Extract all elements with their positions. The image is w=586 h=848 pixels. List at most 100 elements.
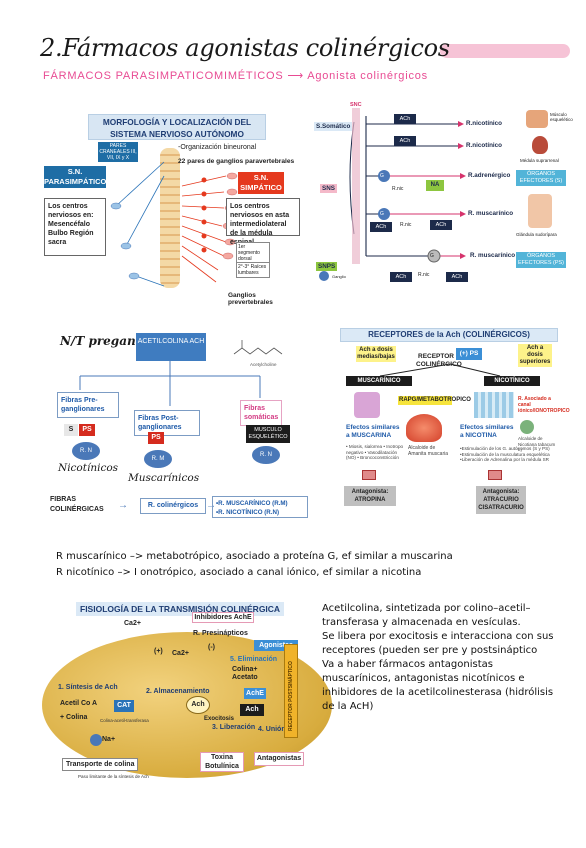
low-dose-label: Ach a dosis medias/bajas — [356, 346, 396, 362]
rnic-label-1: R.nic — [392, 186, 404, 192]
desc-line-5: Va a haber fármacos antagonistas — [322, 659, 493, 670]
receptor-arrows — [379, 363, 501, 377]
nt-tree-lines — [79, 360, 261, 406]
na-tag: NA — [426, 180, 444, 191]
rate-limiting-label: Paso limitante de la síntesis de Ach — [78, 774, 149, 779]
prevertebral-ganglia-label: Ganglios prevertebrales — [228, 292, 273, 306]
minus-sign: (-) — [208, 644, 215, 651]
step-4-binding: 4. Unión R — [258, 726, 293, 733]
sweat-gland-label: Glándula sudorípara — [516, 232, 557, 237]
adrenal-label: Médula suprarrenal — [520, 158, 559, 163]
sympathetic-centers-box: Los centros nerviosos en asta intermedio… — [226, 198, 300, 246]
parasympathetic-centers-box: Los centros nerviosos en: Mesencéfalo Bu… — [44, 198, 106, 256]
snc-label: SNC — [350, 102, 362, 108]
rnic-label-2: R.nic — [400, 222, 412, 228]
arrow-2: → — [206, 500, 216, 511]
antagonist-icon-1 — [362, 470, 376, 480]
desc-line-2: transferasa y almacenada en vesículas. — [322, 617, 521, 628]
ganglion-g-2: G — [380, 211, 384, 217]
amanita-label: Alcaloide de Amanita muscaria — [408, 445, 449, 457]
ach-vesicle: Ach — [186, 696, 210, 714]
nicotine-effects: Efectos similares a NICOTINA — [460, 424, 514, 439]
cat-tag: CAT — [114, 700, 134, 712]
ganglion-g-3: G — [430, 253, 434, 259]
botulinum-toxin-box: Toxina Botulínica — [200, 752, 244, 772]
muscarinic-antagonist: Antagonista: ATROPINA — [344, 486, 396, 506]
choline-label: + Colina — [60, 714, 88, 721]
muscle-label: Músculo esquelético — [550, 112, 573, 122]
ach-tag-2: ACh — [394, 136, 416, 146]
page-title: 2.Fármacos agonistas colinérgicos — [40, 34, 450, 62]
nerve-connections-illustration — [110, 161, 238, 287]
sns-label: SNS — [320, 184, 337, 193]
note-nicotinic: R nicotínico –> I onotrópico, asociado a… — [56, 567, 422, 578]
sodium-label: Na+ — [102, 736, 116, 743]
muscarine-effects: Efectos similares a MUSCARINA — [346, 424, 400, 439]
acetylcholine-structure: Acetylcholine — [233, 340, 283, 367]
snps-label: SNPS — [316, 262, 338, 271]
acetyl-coa-label: Acetil Co A — [60, 700, 98, 707]
acetylcholine-caption: Acetylcholine — [250, 362, 277, 367]
desc-line-8: de la AcH) — [322, 701, 374, 712]
calcium-label-2: Ca2+ — [172, 650, 189, 657]
calcium-label-1: Ca2+ — [124, 620, 141, 627]
receptor-types-box: •R. MUSCARÍNICO (R.M) •R. NICOTÍNICO (R.… — [212, 496, 308, 518]
desc-line-3: Se libera por exocitosis e interacciona … — [322, 631, 554, 642]
choline-transporter-icon — [90, 734, 102, 746]
rn-oval-1: R. N — [72, 442, 100, 460]
ach-tag-5: ACh — [390, 272, 412, 282]
ion-channel-label: R. Asociado a canal iónico/IONOTROPICO — [518, 396, 570, 414]
sns-snps-figure: SNC S.Somático SNS SNPS ACh ACh ACh ACh … — [310, 102, 574, 284]
note-muscarinic: R muscarínico –> metabotrópico, asociado… — [56, 551, 453, 562]
cholinergic-receptors-box: R. colinérgicos — [140, 498, 206, 514]
pathway-lines — [319, 108, 466, 281]
ach-released: Ach — [240, 704, 264, 716]
sympathetic-label: S.N. SIMPÁTICO — [238, 172, 284, 194]
sna-morphology-figure: MORFOLOGÍA Y LOCALIZACIÓN DEL SISTEMA NE… — [40, 106, 302, 306]
effector-organs-ps: ÓRGANOS EFECTORES (PS) — [516, 252, 566, 268]
muscarinic-receptor-1: R. muscarínico — [468, 210, 514, 217]
cholinergic-receptor-label: RECEPTOR COLINÉRGICO — [416, 353, 462, 368]
preganglionic-fibers: Fibras Pre-ganglionares — [57, 392, 119, 418]
step-2-storage: 2. Almacenamiento — [146, 688, 210, 695]
muscle-illustration — [526, 110, 548, 128]
gpcr-illustration — [354, 392, 380, 418]
nicotinic-receptor-1: R.nicotínico — [466, 120, 503, 127]
nicotinic-full-label: •R. NICOTÍNICO (R.N) — [216, 509, 280, 516]
arrow-1: → — [118, 500, 128, 511]
nicotine-effects-list: •Estimulación de los G. autónomos (S y P… — [460, 446, 550, 462]
nicotinic-receptor-2: R.nicotínico — [466, 142, 503, 149]
ps-tag-2: PS — [148, 432, 164, 444]
high-dose-label: Ach a dosis superiores — [518, 344, 552, 367]
nicotinic-handwritten: Nicotínicos — [58, 462, 119, 474]
desc-line-4: receptores (pueden ser pre y postsinápti… — [322, 645, 538, 656]
receptors-heading: RECEPTORES de la Ach (COLINÉRGICOS) — [340, 328, 558, 342]
antagonist-icon-2 — [488, 470, 502, 480]
desc-line-7: inhibidores de la acetilcolinesterasa (h… — [322, 687, 554, 698]
nicotinic-tag: NICOTÍNICO — [484, 376, 540, 386]
cholinergic-fibers-label: FIBRAS COLINÉRGICAS — [50, 496, 104, 513]
ps-tag-1: PS — [79, 424, 95, 436]
ach-tag-4: ACh — [430, 220, 452, 230]
dorsal-segment-label: 1er segmento dorsal — [236, 242, 270, 264]
ach-tag-1: ACh — [394, 114, 416, 124]
postsynaptic-receptor: RECEPTOR POSTSINÁPTICO — [284, 644, 298, 738]
sna-heading: MORFOLOGÍA Y LOCALIZACIÓN DEL SISTEMA NE… — [88, 114, 266, 140]
nicotinic-antagonist: Antagonista: ATRACURIO CISATRACURIO — [476, 486, 526, 514]
rn-oval-2: R. N — [252, 446, 280, 464]
sweat-gland-illustration — [528, 194, 552, 228]
desc-line-6: muscarínicos, antagonistas nicotínicos e — [322, 673, 525, 684]
ion-channel-illustration — [474, 392, 514, 418]
lumbar-roots-label: 2°-3° Raíces lumbares — [236, 262, 270, 278]
muscarinic-tag: MUSCARÍNICO — [346, 376, 412, 386]
muscarinic-full-label: •R. MUSCARÍNICO (R.M) — [216, 500, 288, 507]
effector-organs-s: ÓRGANOS EFECTORES (S) — [516, 170, 566, 186]
ganglion-legend: Ganglio — [332, 274, 346, 279]
amanita-illustration — [406, 414, 442, 442]
rm-oval: R. M — [144, 450, 172, 468]
parasympathetic-label: S.N. PARASIMPÁTICO — [44, 166, 107, 188]
cranial-pairs-label: PARES CRANEALES III, VII, IX y X — [98, 142, 138, 162]
postsynaptic-receptor-label: RECEPTOR POSTSINÁPTICO — [288, 661, 294, 731]
desc-line-1: Acetilcolina, sintetizada por colino–ace… — [322, 603, 531, 614]
step-1-synthesis: 1. Síntesis de Ach — [58, 684, 118, 691]
